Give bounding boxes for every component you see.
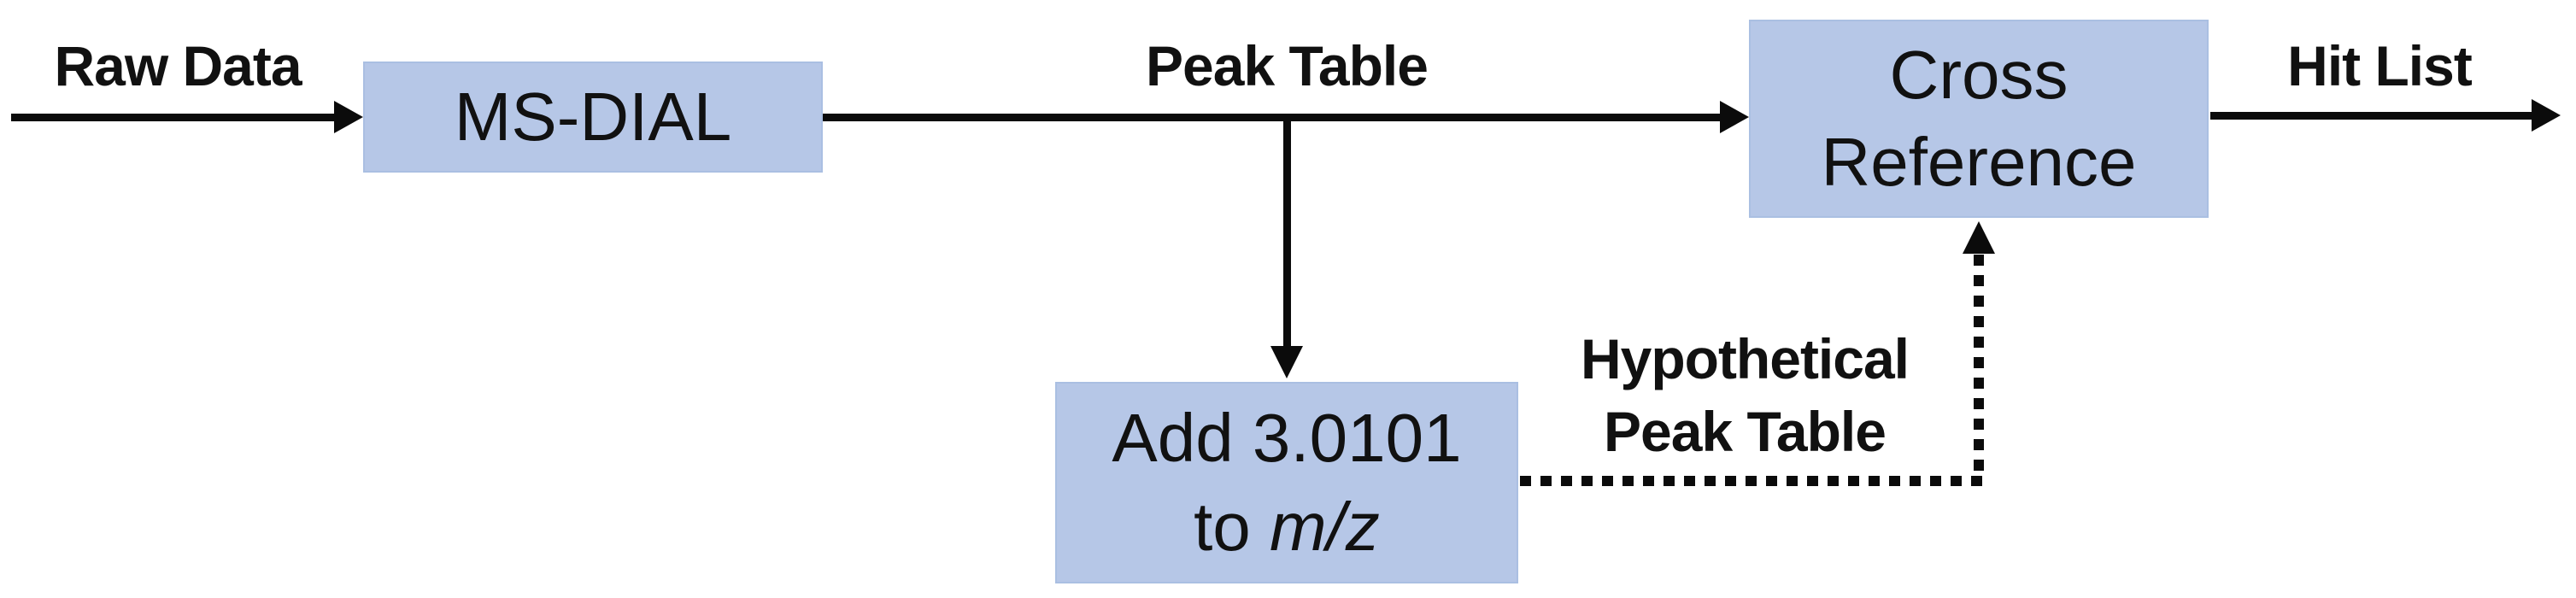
node-msdial: MS-DIAL bbox=[363, 62, 823, 173]
node-msdial-label: MS-DIAL bbox=[454, 79, 732, 155]
branch-arrow-line bbox=[1283, 117, 1291, 346]
hit-list-label: Hit List bbox=[2287, 34, 2473, 97]
raw-data-arrow-line bbox=[11, 114, 337, 121]
raw-data-arrowhead-icon bbox=[334, 101, 363, 133]
hypothetical-arrow-horizontal-dotted-line bbox=[1520, 476, 1984, 486]
node-add-adduct-line1: Add 3.0101 bbox=[1112, 400, 1462, 476]
node-add-adduct-line2: to m/z bbox=[1194, 483, 1380, 572]
peak-table-label: Peak Table bbox=[1146, 34, 1429, 97]
peak-table-arrowhead-icon bbox=[1720, 101, 1749, 133]
node-cross-reference-line1: Cross bbox=[1889, 37, 2068, 113]
hit-list-arrow-line bbox=[2210, 112, 2533, 120]
node-add-adduct-mz-symbol: m/z bbox=[1270, 489, 1380, 565]
raw-data-label: Raw Data bbox=[54, 34, 302, 97]
node-add-adduct: Add 3.0101 to m/z bbox=[1055, 382, 1518, 583]
hypothetical-label-line1: Hypothetical bbox=[1580, 327, 1910, 390]
node-cross-reference: Cross Reference bbox=[1749, 20, 2209, 218]
hit-list-arrowhead-icon bbox=[2532, 99, 2561, 132]
peak-table-arrow-line bbox=[823, 114, 1722, 121]
node-cross-reference-line2: Reference bbox=[1821, 124, 2137, 200]
hypothetical-arrowhead-icon bbox=[1963, 221, 1995, 254]
hypothetical-arrow-vertical-dotted-line bbox=[1974, 255, 1984, 476]
hypothetical-label-line2: Peak Table bbox=[1604, 400, 1887, 463]
node-add-adduct-line2-prefix: to bbox=[1194, 489, 1270, 565]
branch-arrowhead-icon bbox=[1270, 346, 1303, 378]
